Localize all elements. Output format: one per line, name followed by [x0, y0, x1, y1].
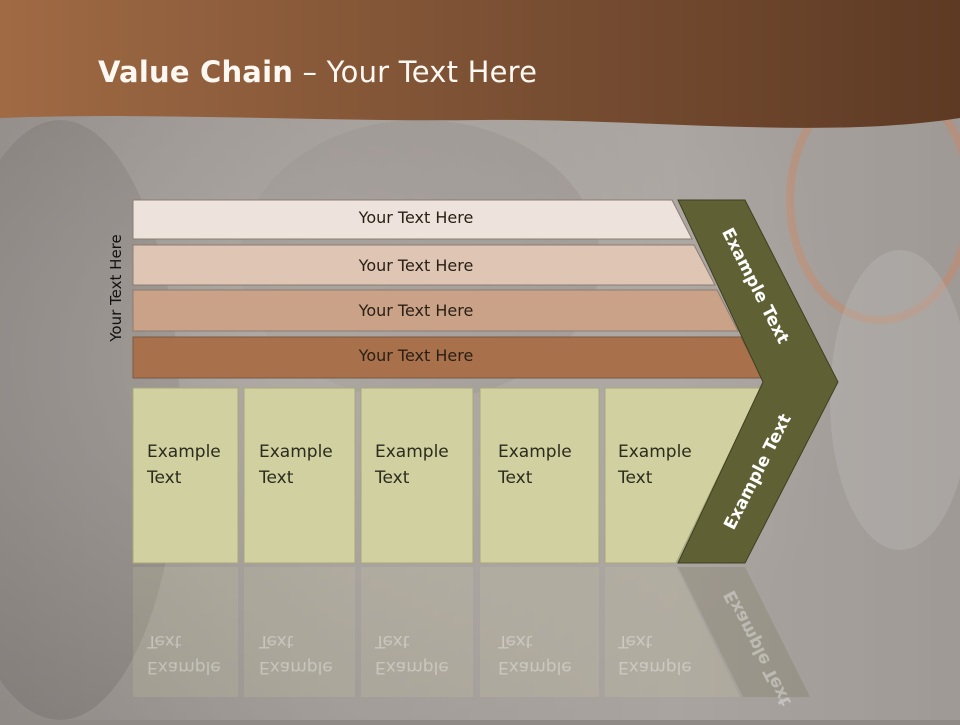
bar-1[interactable]	[132, 199, 693, 240]
column-5-line2: Text	[618, 468, 653, 488]
column-3-line1: Example	[375, 442, 449, 462]
column-3[interactable]	[360, 387, 474, 564]
title-bold: Value Chain	[98, 55, 294, 89]
column-2-line2: Text	[259, 468, 294, 488]
bar-3-label: Your Text Here	[358, 301, 474, 320]
bar-3[interactable]	[132, 289, 739, 332]
bar-2[interactable]	[132, 244, 716, 286]
column-2-label: Example Text	[259, 439, 333, 491]
column-4-line1: Example	[498, 442, 572, 462]
chevron-arrow[interactable]	[677, 199, 839, 564]
bar-1-label: Your Text Here	[358, 208, 474, 227]
column-1[interactable]	[132, 387, 239, 564]
column-1-line1: Example	[147, 442, 221, 462]
column-1-label: Example Text	[147, 439, 221, 491]
column-4[interactable]	[479, 387, 600, 564]
column-3-line2: Text	[375, 468, 410, 488]
column-4-line2: Text	[498, 468, 533, 488]
bar-2-label: Your Text Here	[358, 256, 474, 275]
bar-4-label: Your Text Here	[358, 346, 474, 365]
reflection	[133, 567, 810, 697]
column-4-label: Example Text	[498, 439, 572, 491]
column-2[interactable]	[243, 387, 356, 564]
column-3-label: Example Text	[375, 439, 449, 491]
column-5-label: Example Text	[618, 439, 692, 491]
column-5[interactable]	[604, 387, 762, 564]
column-1-line2: Text	[147, 468, 182, 488]
column-5-line1: Example	[618, 442, 692, 462]
column-2-line1: Example	[259, 442, 333, 462]
slide-title: Value Chain – Your Text Here	[98, 55, 537, 89]
title-rest: – Your Text Here	[293, 55, 538, 89]
